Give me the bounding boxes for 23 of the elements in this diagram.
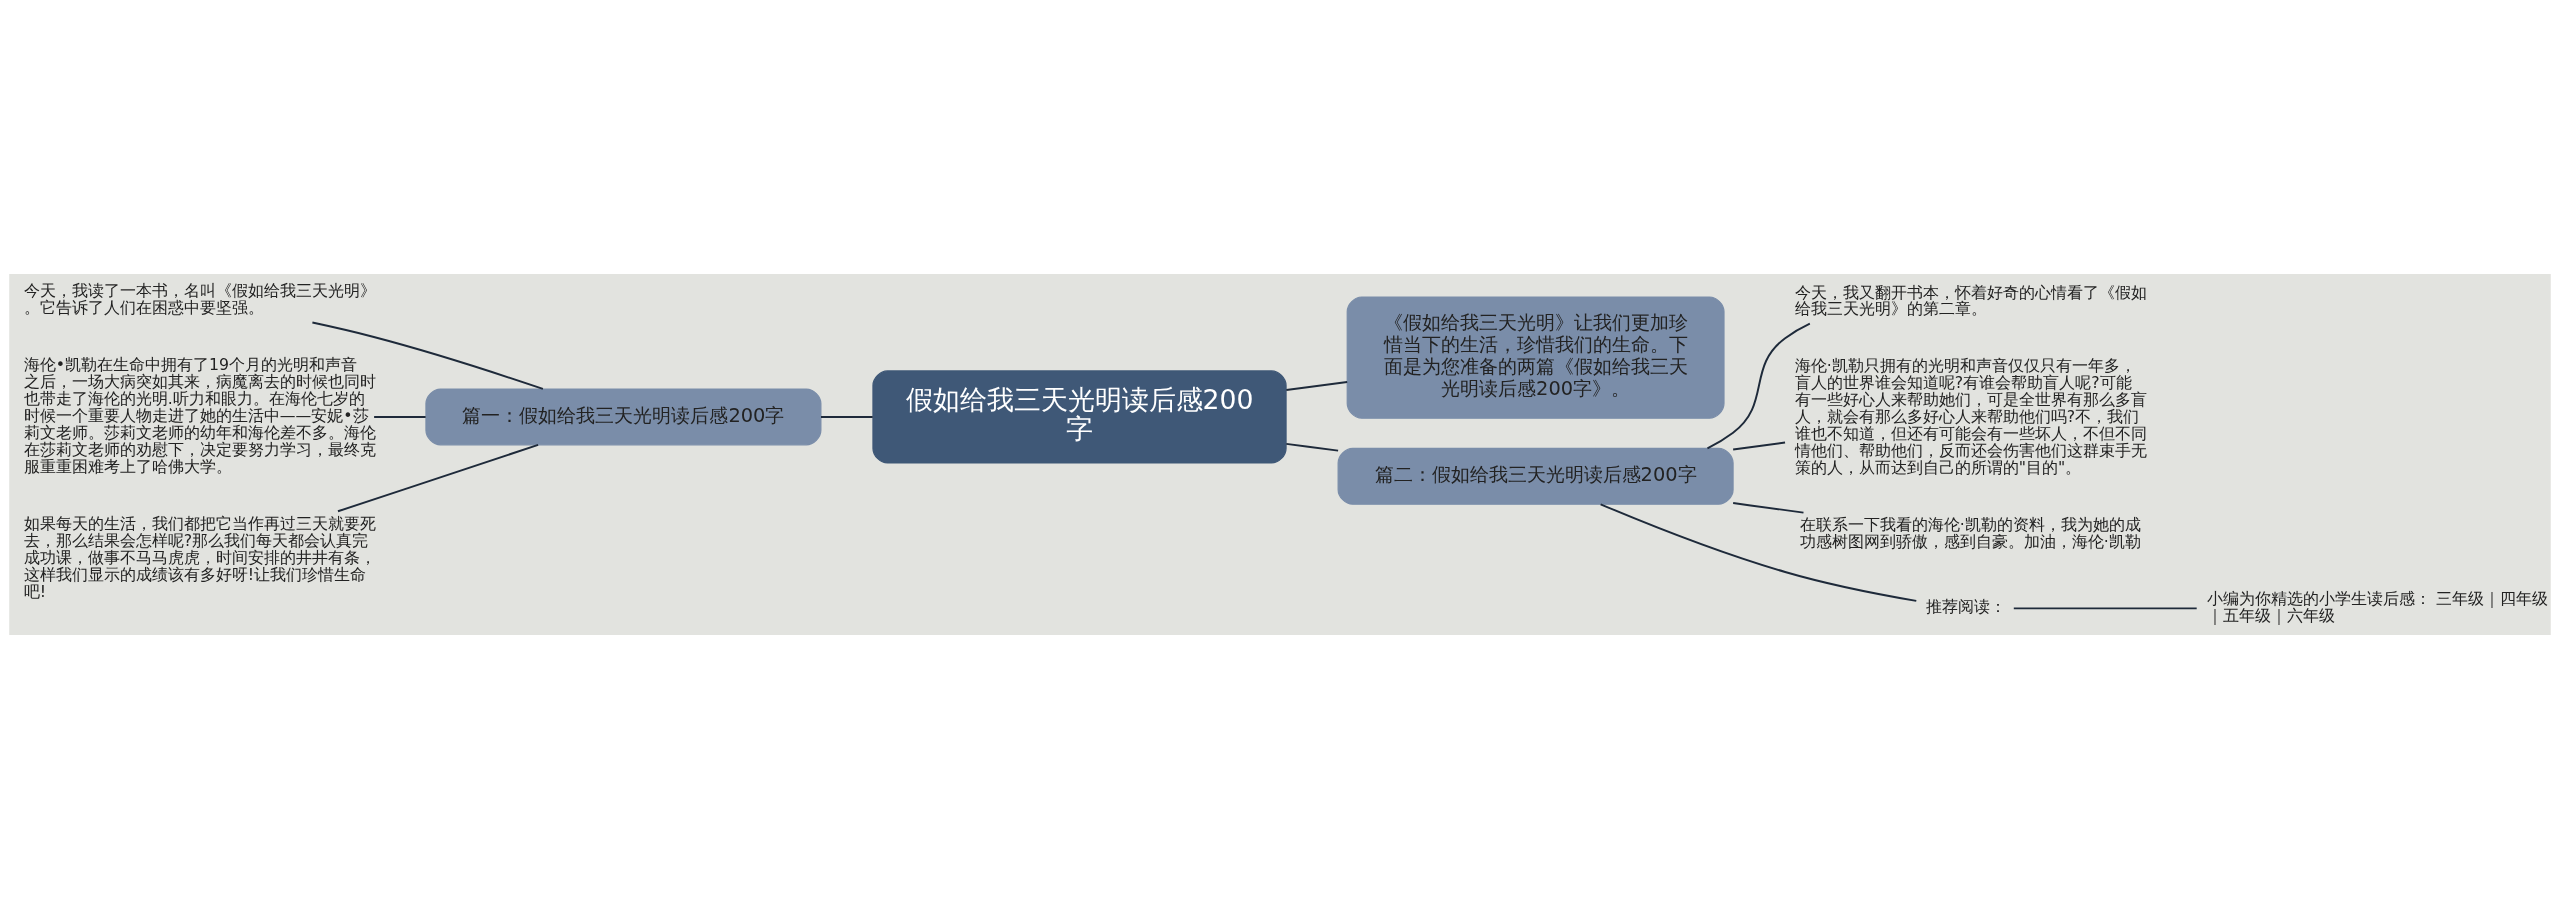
node-text: 推荐阅读： [1926,597,2007,617]
connector [1285,381,1349,391]
node-text: 海伦•凯勒在生命中拥有了19个月的光明和声音之后，一场大病突如其来，病魔离去的时候也同时也带走了海伦的光明.听力和眼力。在海伦七岁的时候一个重要人物走进了她的生活中——安妮•莎莉文老师。莎莉文老师的幼年和海伦差不多。海伦在莎莉文老师的劝慰下，决定要努力学习，最终克服重重困难考上了哈佛大学。 [23,355,376,476]
connector [373,415,427,418]
connector [1285,442,1340,452]
connector [1732,502,1805,514]
node-text: 今天，我又翻开书本，怀着好奇的心情看了《假如给我三天光明》的第二章。 [1794,282,2147,319]
connector [1732,441,1787,451]
connector [337,443,540,513]
connector [1706,322,1811,450]
connector [820,415,874,418]
node-text: 在联系一下我看的海伦·凯勒的资料，我为她的成功感树图网到骄傲，感到自豪。加油，海伦·凯勒 [1799,515,2141,552]
node-box: 篇一：假如给我三天光明读后感200字 [425,388,822,446]
node-text: 今天，我读了一本书，名叫《假如给我三天光明》。它告诉了人们在困惑中要坚强。 [23,281,376,318]
node-box: 假如给我三天光明读后感200字 [872,370,1287,464]
node-text: 小编为你精选的小学生读后感： 三年级｜四年级｜五年级｜六年级 [2206,588,2548,625]
connector [311,321,544,390]
connector [1599,503,1918,602]
node-text: 如果每天的生活，我们都把它当作再过三天就要死去，那么结果会怎样呢?那么我们每天都会认真完成功课，做事不马马虎虎，时间安排的井井有条，这样我们显示的成绩该有多好呀!让我们珍惜生命吧! [23,513,376,601]
node-box: 《假如给我三天光明》让我们更加珍惜当下的生活，珍惜我们的生命。下面是为您准备的两篇《假如给我三天光明读后感200字》。 [1346,296,1725,419]
node-box: 篇二：假如给我三天光明读后感200字 [1337,447,1734,505]
node-text: 海伦·凯勒只拥有的光明和声音仅仅只有一年多，盲人的世界谁会知道呢?有谁会帮助盲人呢?可能有一些好心人来帮助她们，可是全世界有那么多盲人，就会有那么多好心人来帮助他们吗?不，我们谁也不知道，但还有可能会有一些坏人，不但不同情他们、帮助他们，反而还会伤害他们这群束手无策的人，从而达到自己的所谓的"目的"。 [1794,356,2147,478]
connector [2012,607,2198,610]
